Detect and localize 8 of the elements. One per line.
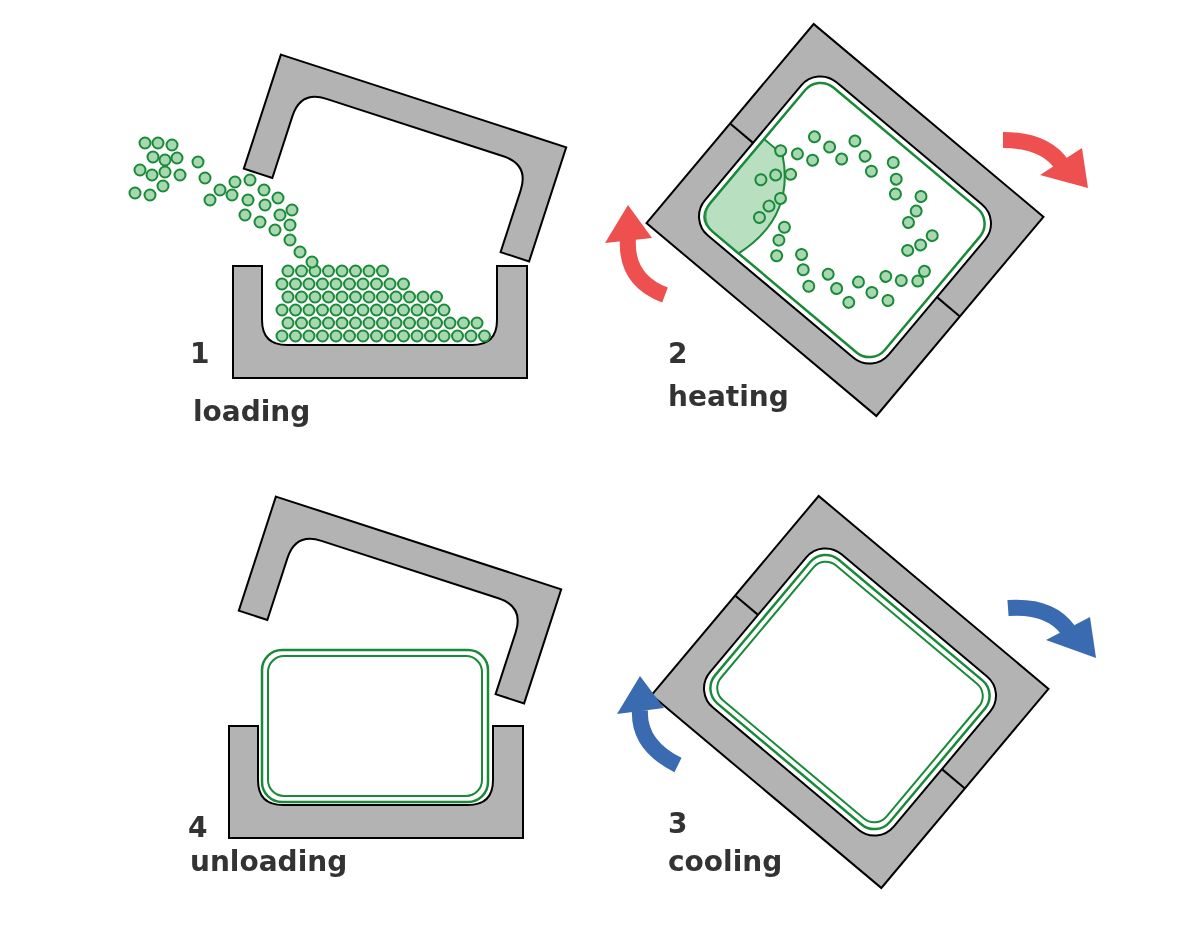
- step-number: 1: [190, 338, 210, 370]
- step-label: cooling: [668, 846, 783, 878]
- step-number: 3: [668, 808, 688, 840]
- step-number: 2: [668, 338, 688, 370]
- step-label: unloading: [190, 846, 348, 878]
- step-label: heating: [668, 381, 789, 413]
- step-label: loading: [193, 396, 311, 428]
- step-number: 4: [188, 812, 208, 844]
